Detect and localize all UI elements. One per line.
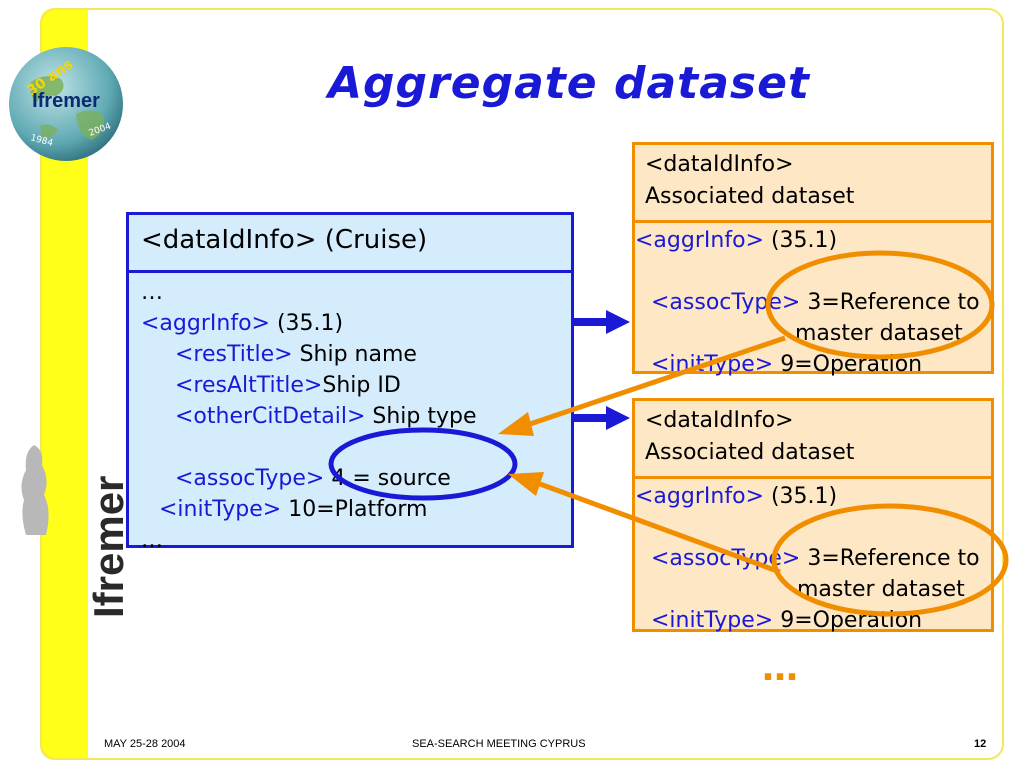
slide-title: Aggregate dataset [328,58,810,109]
cruise-line-aggrinfo: <aggrInfo> (35.1) [141,311,344,336]
tag-aggrinfo: <aggrInfo> [141,311,270,336]
associated-box-2-header: <dataIdInfo> Associated dataset [635,401,991,479]
ifremer-globe-logo: 30 ans Ifremer 1984 2004 [9,47,123,161]
tag-assoctype: <assocType> [175,466,325,491]
tag-inittype: <initType> [159,497,282,522]
tag-othercitdetail: <otherCitDetail> [175,404,366,429]
footer-event: SEA-SEARCH MEETING CYPRUS [412,738,586,750]
cruise-line-inittype: <initType> 10=Platform [159,497,428,522]
footer-page-number: 12 [974,738,987,750]
orange-arrow-2 [508,472,781,575]
tag-restitle: <resTitle> [175,342,293,367]
orange-arrow-1 [498,335,786,436]
cruise-line-assoctype: <assocType> 4 = source [175,466,451,491]
tag-resalttitle: <resAltTitle> [175,373,323,398]
cruise-box-header: <dataIdInfo> (Cruise) [129,215,571,273]
more-ellipsis: … [762,648,802,689]
logo-text: Ifremer [32,90,100,112]
cruise-box-body: … <aggrInfo> (35.1) <resTitle> Ship name… [129,273,571,556]
blue-arrow-1 [574,310,630,334]
blue-arrow-2 [574,406,630,430]
highlight-ellipse-assoc-1 [765,250,995,360]
cruise-line-othercitdetail: <otherCitDetail> Ship type [175,404,477,429]
associated-box-1-header: <dataIdInfo> Associated dataset [635,145,991,223]
highlight-ellipse-cruise [328,427,518,501]
slide-frame [40,8,1004,760]
highlight-ellipse-assoc-2 [771,503,1009,617]
cruise-line-ellipsis-bottom: … [141,528,163,553]
footer-date: MAY 25-28 2004 [104,738,186,750]
cruise-box: <dataIdInfo> (Cruise) … <aggrInfo> (35.1… [126,212,574,553]
associated-box-2-body: <aggrInfo> (35.1) <assocType> 3=Referenc… [635,484,980,633]
associated-box-2: <dataIdInfo> Associated dataset <aggrInf… [632,398,994,633]
cruise-line-restitle: <resTitle> Ship name [175,342,417,367]
cruise-line-ellipsis-top: … [141,280,163,305]
cruise-line-resalttitle: <resAltTitle>Ship ID [175,373,401,398]
silhouette-icon [21,445,49,535]
